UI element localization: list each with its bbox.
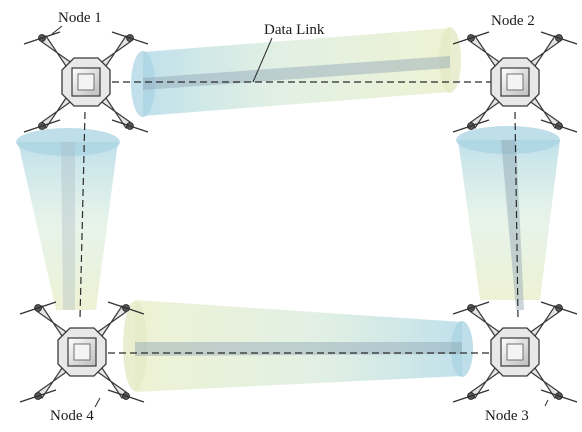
node-1-leader (51, 25, 63, 35)
label-data-link: Data Link (264, 22, 325, 38)
beam-node1-node2 (143, 28, 450, 116)
link-line-right (514, 111, 519, 319)
label-node-2: Node 2 (491, 13, 535, 29)
label-node-1: Node 1 (58, 10, 102, 26)
node-3-leader (544, 399, 549, 407)
node-4-leader (94, 397, 101, 408)
label-node-3: Node 3 (485, 408, 529, 424)
data-link-leader (252, 37, 273, 83)
beam-node1-node4 (18, 142, 118, 310)
label-node-4: Node 4 (50, 408, 94, 424)
beam-node2-node3 (458, 140, 560, 300)
link-line-left (79, 111, 86, 319)
beam-node4-node3 (135, 300, 462, 392)
